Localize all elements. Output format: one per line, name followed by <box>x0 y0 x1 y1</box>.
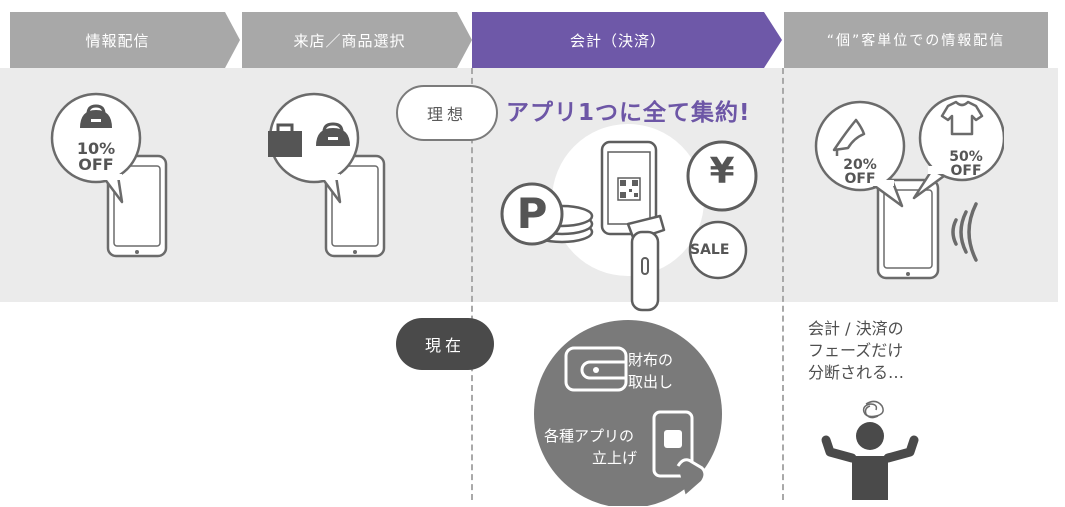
sale-label: SALE <box>690 242 730 258</box>
current-circle <box>534 320 722 506</box>
step-1-label: 情報配信 <box>85 31 150 50</box>
divider-left <box>471 68 473 500</box>
wallet-line2: 取出し <box>628 373 674 391</box>
ideal-headline: アプリ1つに全て集約! <box>506 100 751 126</box>
tangle-icon <box>862 400 884 419</box>
step-2: 来店／商品選択 <box>242 12 474 68</box>
step-4-label: “個”客単位での情報配信 <box>826 33 1006 49</box>
step-4: “個”客単位での情報配信 <box>784 12 1048 68</box>
step-1-shape <box>10 12 240 68</box>
note-line3: 分断される… <box>808 363 905 382</box>
point-label: P <box>516 189 548 238</box>
signal-icon <box>951 202 978 262</box>
sale-badge-icon <box>688 220 748 280</box>
point-coin-icon <box>500 182 594 246</box>
app-phone-icon <box>652 410 707 498</box>
wallet-line1: 財布の <box>628 351 674 369</box>
step-3: 会計（決済） <box>472 12 784 68</box>
confused-person-icon <box>821 400 919 500</box>
high-heel-icon <box>832 118 866 156</box>
yen-label: ¥ <box>709 151 735 192</box>
coupon1-off: OFF <box>78 155 114 174</box>
step-3-shape <box>472 12 782 68</box>
wallet-icon <box>564 346 628 392</box>
step-2-label: 来店／商品選択 <box>293 31 406 50</box>
coupon1-percent: 10% <box>76 139 116 158</box>
ideal-badge: 理想 <box>396 85 498 141</box>
note-line2: フェーズだけ <box>808 341 904 360</box>
note-line1: 会計 / 決済の <box>808 319 904 338</box>
tshirt-icon <box>940 100 984 136</box>
yen-coin-icon <box>686 140 758 212</box>
payment-illustration <box>500 124 758 312</box>
coupon3-percent: 50% <box>949 149 983 165</box>
personalized-illustration <box>814 94 1004 280</box>
step-2-shape <box>242 12 472 68</box>
handbag-icon <box>316 122 350 146</box>
shopping-bag-icon <box>268 123 302 157</box>
bag-icon <box>80 104 112 128</box>
apps-line2: 立上げ <box>592 449 638 467</box>
divider-right <box>782 68 784 500</box>
phone-shopping-illustration <box>268 92 386 258</box>
coupon3-off: OFF <box>950 163 982 179</box>
barcode-scanner-icon <box>626 214 666 312</box>
qr-phone-icon <box>600 140 658 236</box>
current-badge: 現在 <box>396 318 494 370</box>
apps-line1: 各種アプリの <box>544 427 635 445</box>
coupon2-off: OFF <box>844 171 876 187</box>
phone-coupon-illustration <box>50 92 168 258</box>
step-3-label: 会計（決済） <box>569 31 666 50</box>
coupon2-percent: 20% <box>843 157 877 173</box>
step-1: 情報配信 <box>10 12 242 68</box>
